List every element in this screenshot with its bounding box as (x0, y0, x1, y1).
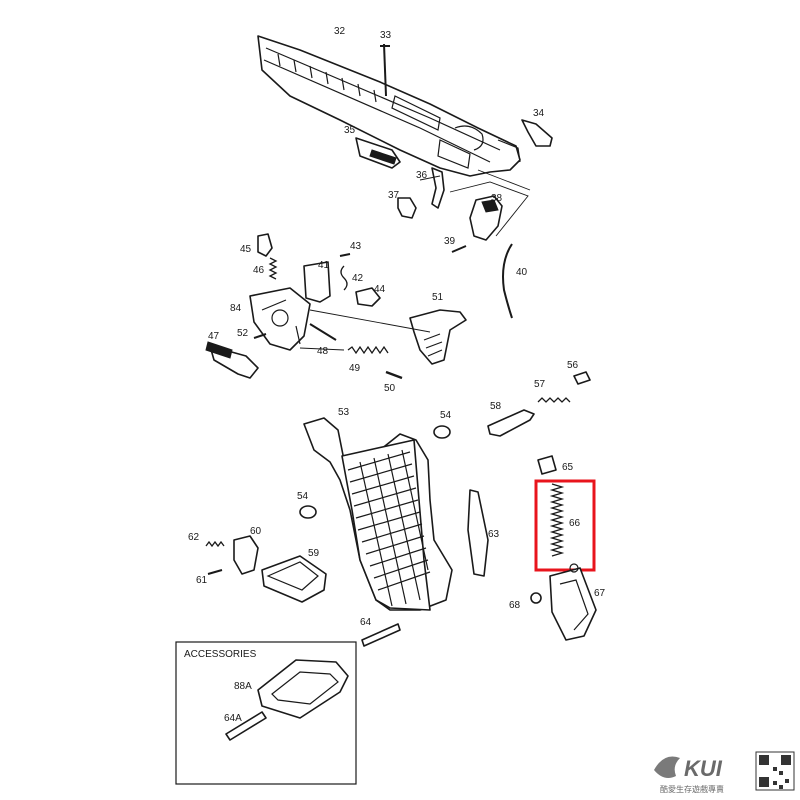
part-66-mag-spring (549, 483, 565, 557)
label-47: 47 (208, 331, 220, 342)
brand-logo-icon (654, 756, 680, 778)
label-38: 38 (491, 193, 503, 204)
label-34: 34 (533, 108, 545, 119)
part-43-pin (339, 253, 351, 257)
part-51-grip-safety (409, 309, 467, 365)
label-64a: 64A (224, 713, 242, 724)
part-88a-mag-base-pad (257, 659, 349, 719)
part-49-spring (347, 345, 389, 355)
part-62-spring (205, 540, 225, 548)
part-33-pin (380, 43, 390, 97)
label-57: 57 (534, 379, 546, 390)
label-42: 42 (352, 273, 364, 284)
label-64: 64 (360, 617, 372, 628)
label-49: 49 (349, 363, 361, 374)
part-38-block (469, 195, 503, 241)
label-44: 44 (374, 284, 386, 295)
part-54-grip-screw-top (433, 425, 451, 439)
label-84: 84 (230, 303, 242, 314)
label-61: 61 (196, 575, 208, 586)
brand-name: KUI (684, 756, 723, 781)
part-48-pin (309, 323, 337, 341)
label-67: 67 (594, 588, 606, 599)
label-62: 62 (188, 532, 200, 543)
label-52: 52 (237, 328, 249, 339)
part-39-pin (451, 245, 467, 253)
part-52-pin (253, 333, 267, 339)
part-60-mag-catch (233, 535, 259, 575)
label-48: 48 (317, 346, 329, 357)
label-41: 41 (318, 260, 330, 271)
part-84-hammer-housing (249, 287, 311, 351)
part-57-spring (537, 397, 571, 403)
part-67-magazine (549, 563, 597, 641)
label-37: 37 (388, 190, 400, 201)
part-37-small-part (397, 197, 417, 219)
part-68-screw (530, 592, 542, 604)
label-65: 65 (562, 462, 574, 473)
part-63-spring-leaf (467, 489, 489, 577)
label-60: 60 (250, 526, 262, 537)
part-32-slide (257, 35, 521, 177)
part-34-rear-sight (521, 119, 553, 147)
label-45: 45 (240, 244, 252, 255)
part-44-small-part (355, 287, 381, 307)
qr-code-icon (755, 751, 795, 791)
part-59-mag-base (261, 555, 327, 603)
part-labels: 32 33 34 35 36 37 38 39 40 41 42 43 44 4… (188, 26, 606, 628)
part-56-pin (573, 371, 591, 385)
highlight-box-66 (534, 479, 596, 572)
label-53: 53 (338, 407, 350, 418)
label-88a: 88A (234, 681, 252, 692)
label-33: 33 (380, 30, 392, 41)
part-64a-pin (225, 711, 267, 741)
label-32: 32 (334, 26, 346, 37)
part-58-housing (487, 409, 535, 437)
label-58: 58 (490, 401, 502, 412)
label-40: 40 (516, 267, 528, 278)
accessories-title: ACCESSORIES (184, 649, 257, 660)
label-36: 36 (416, 170, 428, 181)
label-54-left: 54 (297, 491, 309, 502)
part-54-grip-screw-left (299, 505, 317, 519)
label-59: 59 (308, 548, 320, 559)
label-35: 35 (344, 125, 356, 136)
label-66: 66 (569, 518, 581, 529)
part-45-sear (257, 233, 273, 257)
part-35-extractor (355, 137, 401, 169)
brand-tagline: 酷愛生存遊戲專賣 (660, 784, 724, 794)
part-61-pin (207, 569, 223, 575)
label-43: 43 (350, 241, 362, 252)
grip-checkering (347, 449, 431, 607)
label-39: 39 (444, 236, 456, 247)
part-36-firing-pin-stop (431, 167, 445, 209)
part-42-spring (340, 265, 348, 291)
label-46: 46 (253, 265, 265, 276)
accessories-panel: ACCESSORIES 88A 64A (175, 641, 357, 785)
label-51: 51 (432, 292, 444, 303)
label-56: 56 (567, 360, 579, 371)
label-68: 68 (509, 600, 521, 611)
part-46-spring (268, 257, 278, 280)
part-64-pin (361, 623, 401, 647)
label-63: 63 (488, 529, 500, 540)
part-65-follower (537, 455, 557, 475)
part-53-frame (303, 417, 453, 611)
part-47-hammer (205, 341, 259, 379)
part-40-spring-wire (502, 243, 513, 319)
brand-watermark: KUI 酷愛生存遊戲專賣 (654, 751, 795, 794)
label-50: 50 (384, 383, 396, 394)
part-41-disconnector (303, 261, 331, 303)
part-50-strut (385, 370, 403, 380)
label-54-top: 54 (440, 410, 452, 421)
